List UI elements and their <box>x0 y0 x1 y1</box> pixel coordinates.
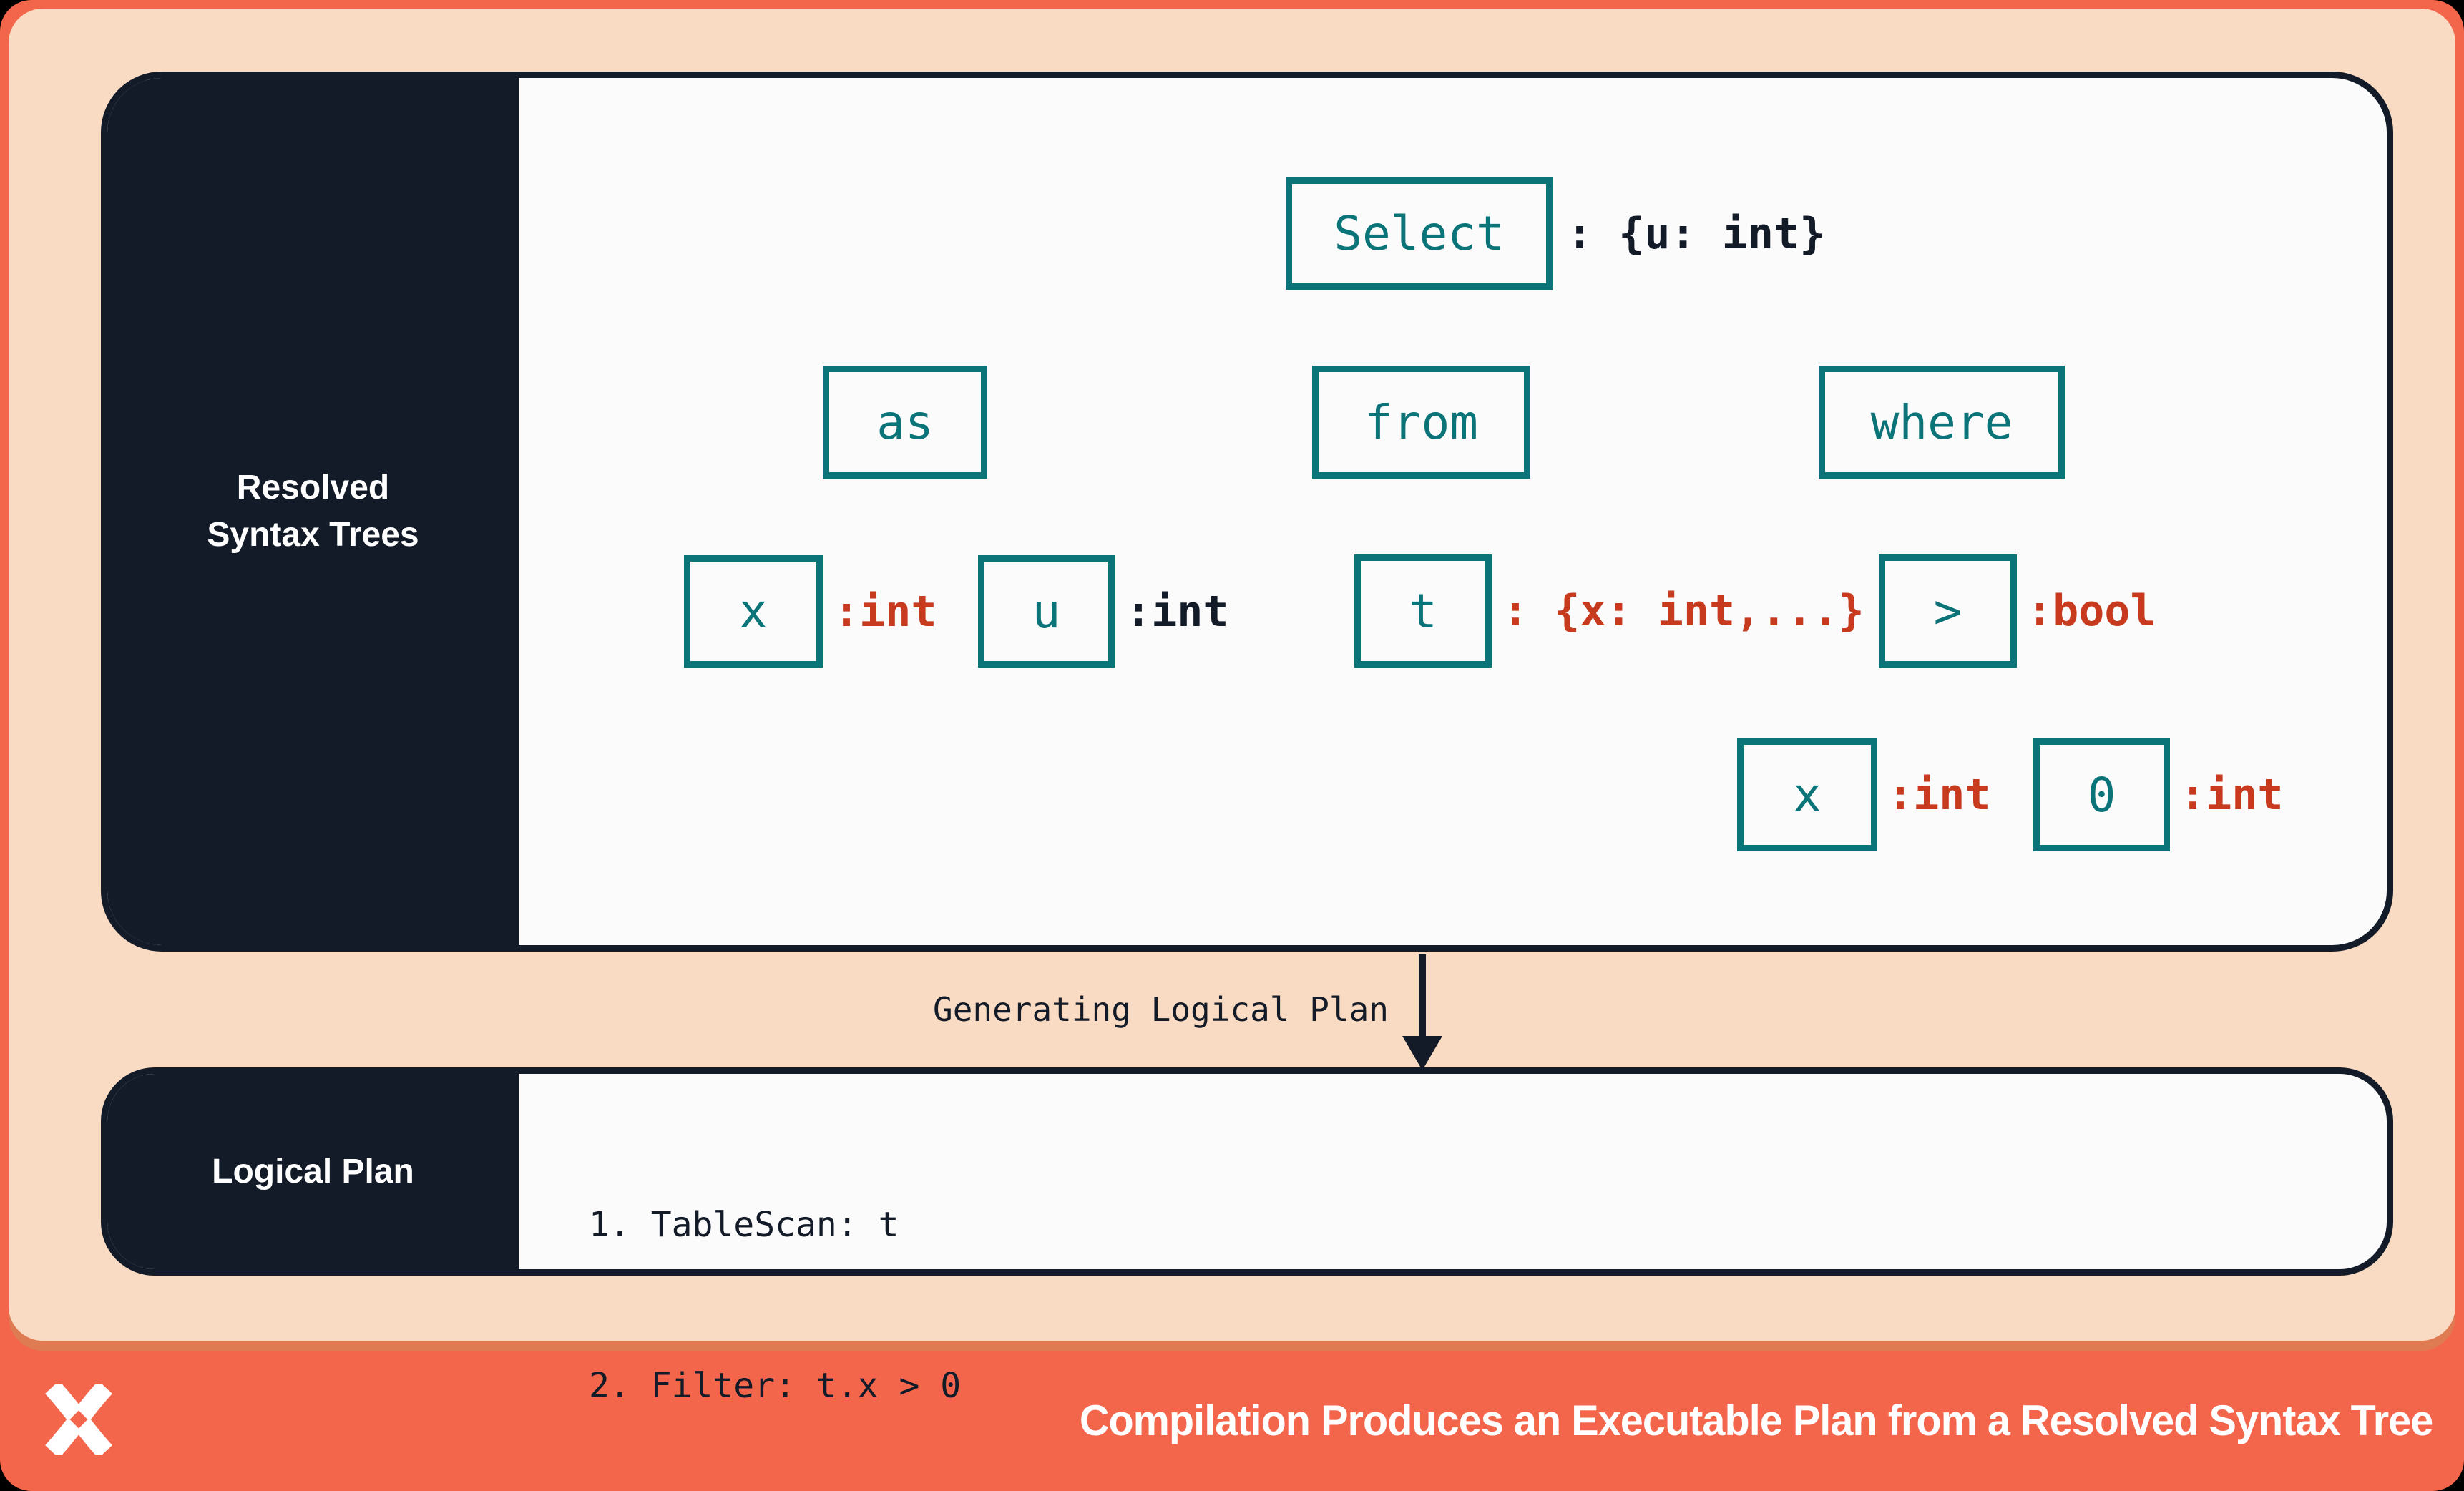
type-annotation-greater-than: :bool <box>2027 586 2156 636</box>
plan-step-1: 1. TableScan: t <box>589 1205 899 1245</box>
logical-plan-steps: 1. TableScan: t 2. Filter: t.x > 0 3. Pr… <box>589 1091 1065 1491</box>
tree-node-x-alias-source: x <box>684 555 823 668</box>
tree-node-t: t <box>1354 554 1492 668</box>
tree-node-greater-than: > <box>1879 554 2017 668</box>
brand-logo-icon <box>45 1384 112 1455</box>
tree-node-where: where <box>1819 366 2065 479</box>
type-annotation-x-predicate: :int <box>1887 770 1991 820</box>
tree-node-as: as <box>823 366 987 479</box>
type-annotation-t: : {x: int,...} <box>1502 586 1864 636</box>
logical-plan-panel: Logical Plan <box>101 1067 2393 1276</box>
flow-arrow <box>1402 954 1442 1070</box>
tree-node-u: u <box>978 555 1115 668</box>
tree-node-from: from <box>1312 366 1530 479</box>
type-annotation-u: :int <box>1125 586 1229 637</box>
top-panel-sidebar: Resolved Syntax Trees <box>107 78 519 945</box>
plan-step-2: 2. Filter: t.x > 0 <box>589 1366 962 1406</box>
type-annotation-zero: :int <box>2180 770 2284 820</box>
transition-label: Generating Logical Plan <box>933 990 1389 1029</box>
top-panel-title: Resolved Syntax Trees <box>207 464 419 559</box>
type-annotation-x-alias: :int <box>833 586 937 637</box>
footer-caption: Compilation Produces an Executable Plan … <box>1079 1396 2433 1444</box>
bottom-panel-sidebar: Logical Plan <box>107 1074 519 1269</box>
resolved-syntax-trees-panel: Resolved Syntax Trees <box>101 72 2393 952</box>
tree-node-x-predicate: x <box>1737 738 1877 851</box>
tree-node-zero: 0 <box>2033 738 2170 851</box>
tree-node-select: Select <box>1286 177 1553 290</box>
bottom-panel-title: Logical Plan <box>212 1152 414 1191</box>
type-annotation-select: : {u: int} <box>1567 208 1826 259</box>
top-panel-title-line2: Syntax Trees <box>207 516 419 554</box>
top-panel-title-line1: Resolved <box>236 469 390 507</box>
